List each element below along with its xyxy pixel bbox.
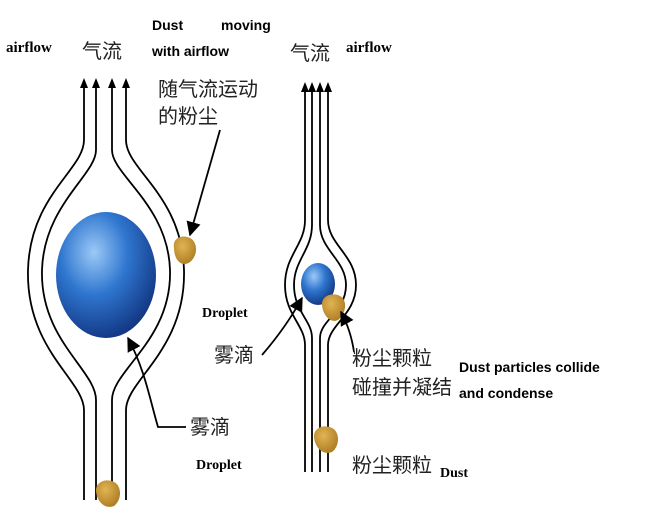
right-dust-condensed [322, 294, 346, 321]
dust-moving-en-line1: Dust moving [152, 17, 271, 33]
left-airflow-en: airflow [6, 40, 52, 56]
right-airflow-arrows [301, 82, 332, 92]
right-streamline-inner-left [293, 90, 313, 472]
right-droplet [301, 263, 335, 305]
right-streamline-outer-right [327, 90, 357, 472]
left-streamline-inner-left [41, 87, 97, 500]
left-airflow-cn: 气流 [82, 39, 122, 63]
right-streamline-inner-right [319, 90, 347, 472]
left-droplet-en: Droplet [196, 458, 242, 473]
left-droplet-pointer [127, 336, 186, 428]
left-dust-particle-bottom [96, 480, 120, 507]
dust-moving-en-line2: with airflow [152, 43, 229, 59]
right-droplet-cn: 雾滴 [214, 343, 254, 367]
right-droplet-pointer [261, 296, 303, 356]
collide-en-line1: Dust particles collide [459, 359, 600, 375]
collide-cn-line1: 粉尘颗粒 [352, 346, 432, 370]
right-droplet-en: Droplet [202, 306, 248, 321]
left-streamline-inner-right [111, 87, 171, 500]
left-airflow-arrows [80, 78, 130, 88]
right-airflow-cn: 气流 [290, 41, 330, 65]
collide-en-line2: and condense [459, 385, 554, 401]
left-streamline-outer-left [27, 87, 85, 500]
right-dust-cn: 粉尘颗粒 [352, 453, 432, 477]
collide-cn-line2: 碰撞并凝结 [352, 375, 452, 399]
dust-moving-cn-line2: 的粉尘 [158, 104, 218, 128]
right-streamlines [284, 90, 357, 472]
left-droplet-cn: 雾滴 [190, 415, 230, 439]
left-streamlines [27, 87, 185, 500]
right-airflow-en: airflow [346, 40, 392, 56]
right-dust-particle [314, 426, 338, 453]
right-dust-en: Dust [440, 466, 469, 481]
dust-moving-cn-line1: 随气流运动 [158, 77, 258, 101]
left-dust-particle-moving [173, 236, 196, 265]
right-collide-pointer [340, 310, 355, 353]
right-streamline-outer-left [284, 90, 306, 472]
left-streamline-outer-right [125, 87, 185, 500]
left-dust-pointer [186, 129, 221, 237]
left-droplet [56, 212, 156, 338]
